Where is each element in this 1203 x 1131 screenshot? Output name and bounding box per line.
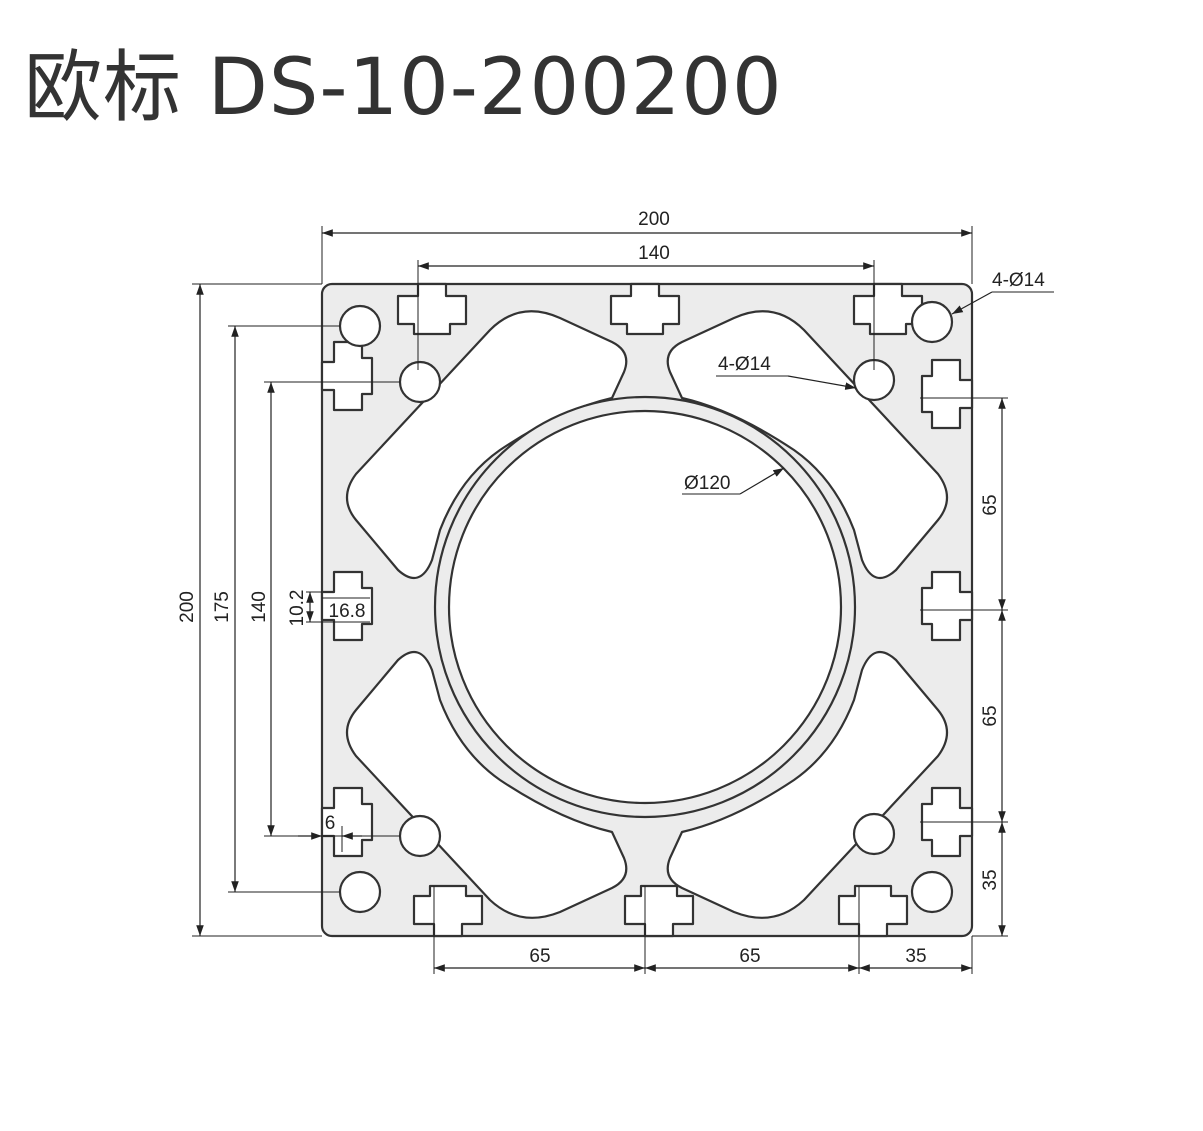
corner-holes xyxy=(338,300,954,914)
aluminum-profile xyxy=(320,282,974,938)
dim-bottom-left: 65 xyxy=(529,946,550,967)
label-center-bore: Ø120 xyxy=(684,473,730,494)
dim-hole-span-outer: 175 xyxy=(212,591,233,623)
page-title: 欧标 DS-10-200200 xyxy=(24,43,783,133)
dim-overall-width: 200 xyxy=(638,209,670,230)
top-t-slots xyxy=(396,282,924,336)
dim-right-corner: 35 xyxy=(980,869,1001,890)
dim-slot-lip: 6 xyxy=(325,813,336,834)
bottom-t-slots xyxy=(412,884,909,938)
dimensions: 200 140 200 175 140 10.2 16.8 6 xyxy=(177,209,1054,974)
left-t-slots xyxy=(320,340,374,858)
right-t-slots xyxy=(920,358,974,858)
dim-hole-span-inner: 140 xyxy=(249,591,270,623)
dim-bottom-mid: 65 xyxy=(739,946,760,967)
center-bore xyxy=(447,409,843,805)
label-corner-holes-outer: 4-Ø14 xyxy=(992,270,1045,291)
dim-right-lower: 65 xyxy=(980,705,1001,726)
dim-overall-height: 200 xyxy=(177,591,198,623)
inner-chambers xyxy=(345,310,949,919)
dim-slot-depth: 10.2 xyxy=(287,590,308,627)
dim-right-upper: 65 xyxy=(980,494,1001,515)
dim-slot-width: 16.8 xyxy=(329,601,366,622)
label-corner-holes-inner: 4-Ø14 xyxy=(718,354,771,375)
dim-slot-span-top: 140 xyxy=(638,243,670,264)
dim-bottom-right: 35 xyxy=(905,946,926,967)
